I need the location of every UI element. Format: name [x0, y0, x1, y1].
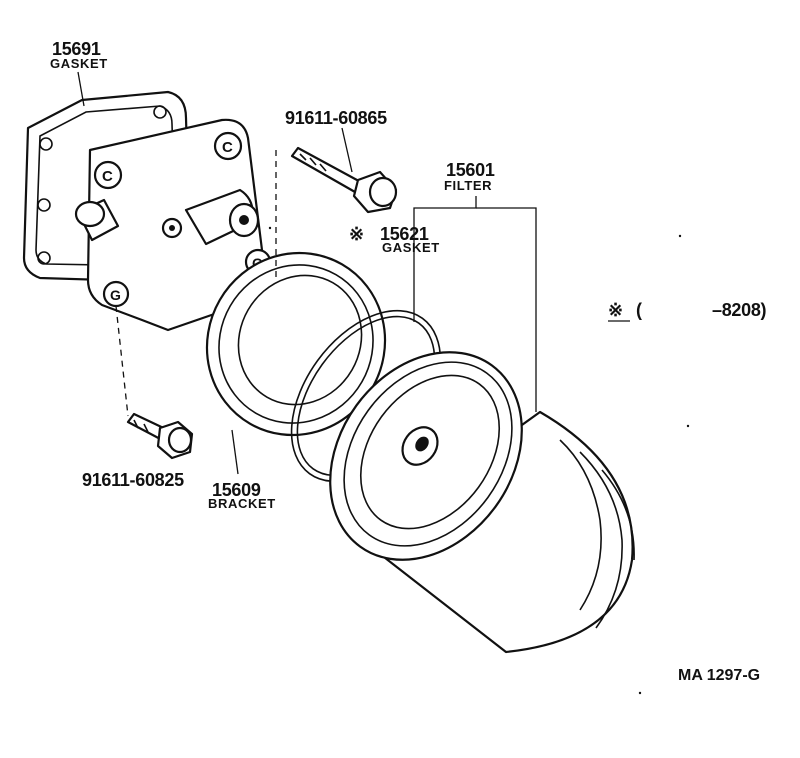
part-number-filter: 15601	[446, 160, 495, 180]
svg-text:G: G	[110, 287, 121, 303]
applicability-note: ※ ( –8208)	[608, 300, 767, 322]
label-15601: 15601 FILTER	[444, 160, 495, 193]
part-name-gasket-ring: GASKET	[382, 240, 440, 255]
asterisk-mark: ※	[349, 224, 364, 244]
leader-lines	[77, 71, 537, 475]
note-open-paren: (	[636, 300, 642, 320]
label-15691: 15691 GASKET	[50, 39, 108, 71]
note-date-code: –8208)	[712, 300, 767, 320]
bolt-upper	[290, 146, 398, 214]
label-91611-60825: 91611-60825	[82, 470, 184, 490]
drawing-id: MA 1297-G	[678, 667, 760, 684]
label-91611-60865: 91611-60865	[285, 108, 387, 128]
part-number-bolt-lower: 91611-60825	[82, 470, 184, 490]
part-number-bolt-upper: 91611-60865	[285, 108, 387, 128]
bracket-flange	[205, 251, 387, 437]
label-15609: 15609 BRACKET	[208, 480, 276, 511]
part-name-bracket: BRACKET	[208, 496, 276, 511]
part-name-filter: FILTER	[444, 178, 492, 193]
part-number-bracket: 15609	[212, 480, 261, 500]
scan-specks	[268, 226, 690, 695]
svg-text:C: C	[222, 139, 233, 156]
part-number-15691: 15691	[52, 39, 101, 59]
filter-canister	[329, 351, 635, 654]
svg-text:C: C	[102, 168, 113, 185]
bolt-lower	[126, 412, 194, 460]
note-asterisk-mark: ※	[608, 300, 623, 320]
part-name-gasket-cover: GASKET	[50, 56, 108, 71]
part-number-gasket-ring: 15621	[380, 224, 429, 244]
label-15621: ※ 15621 GASKET	[349, 224, 440, 255]
